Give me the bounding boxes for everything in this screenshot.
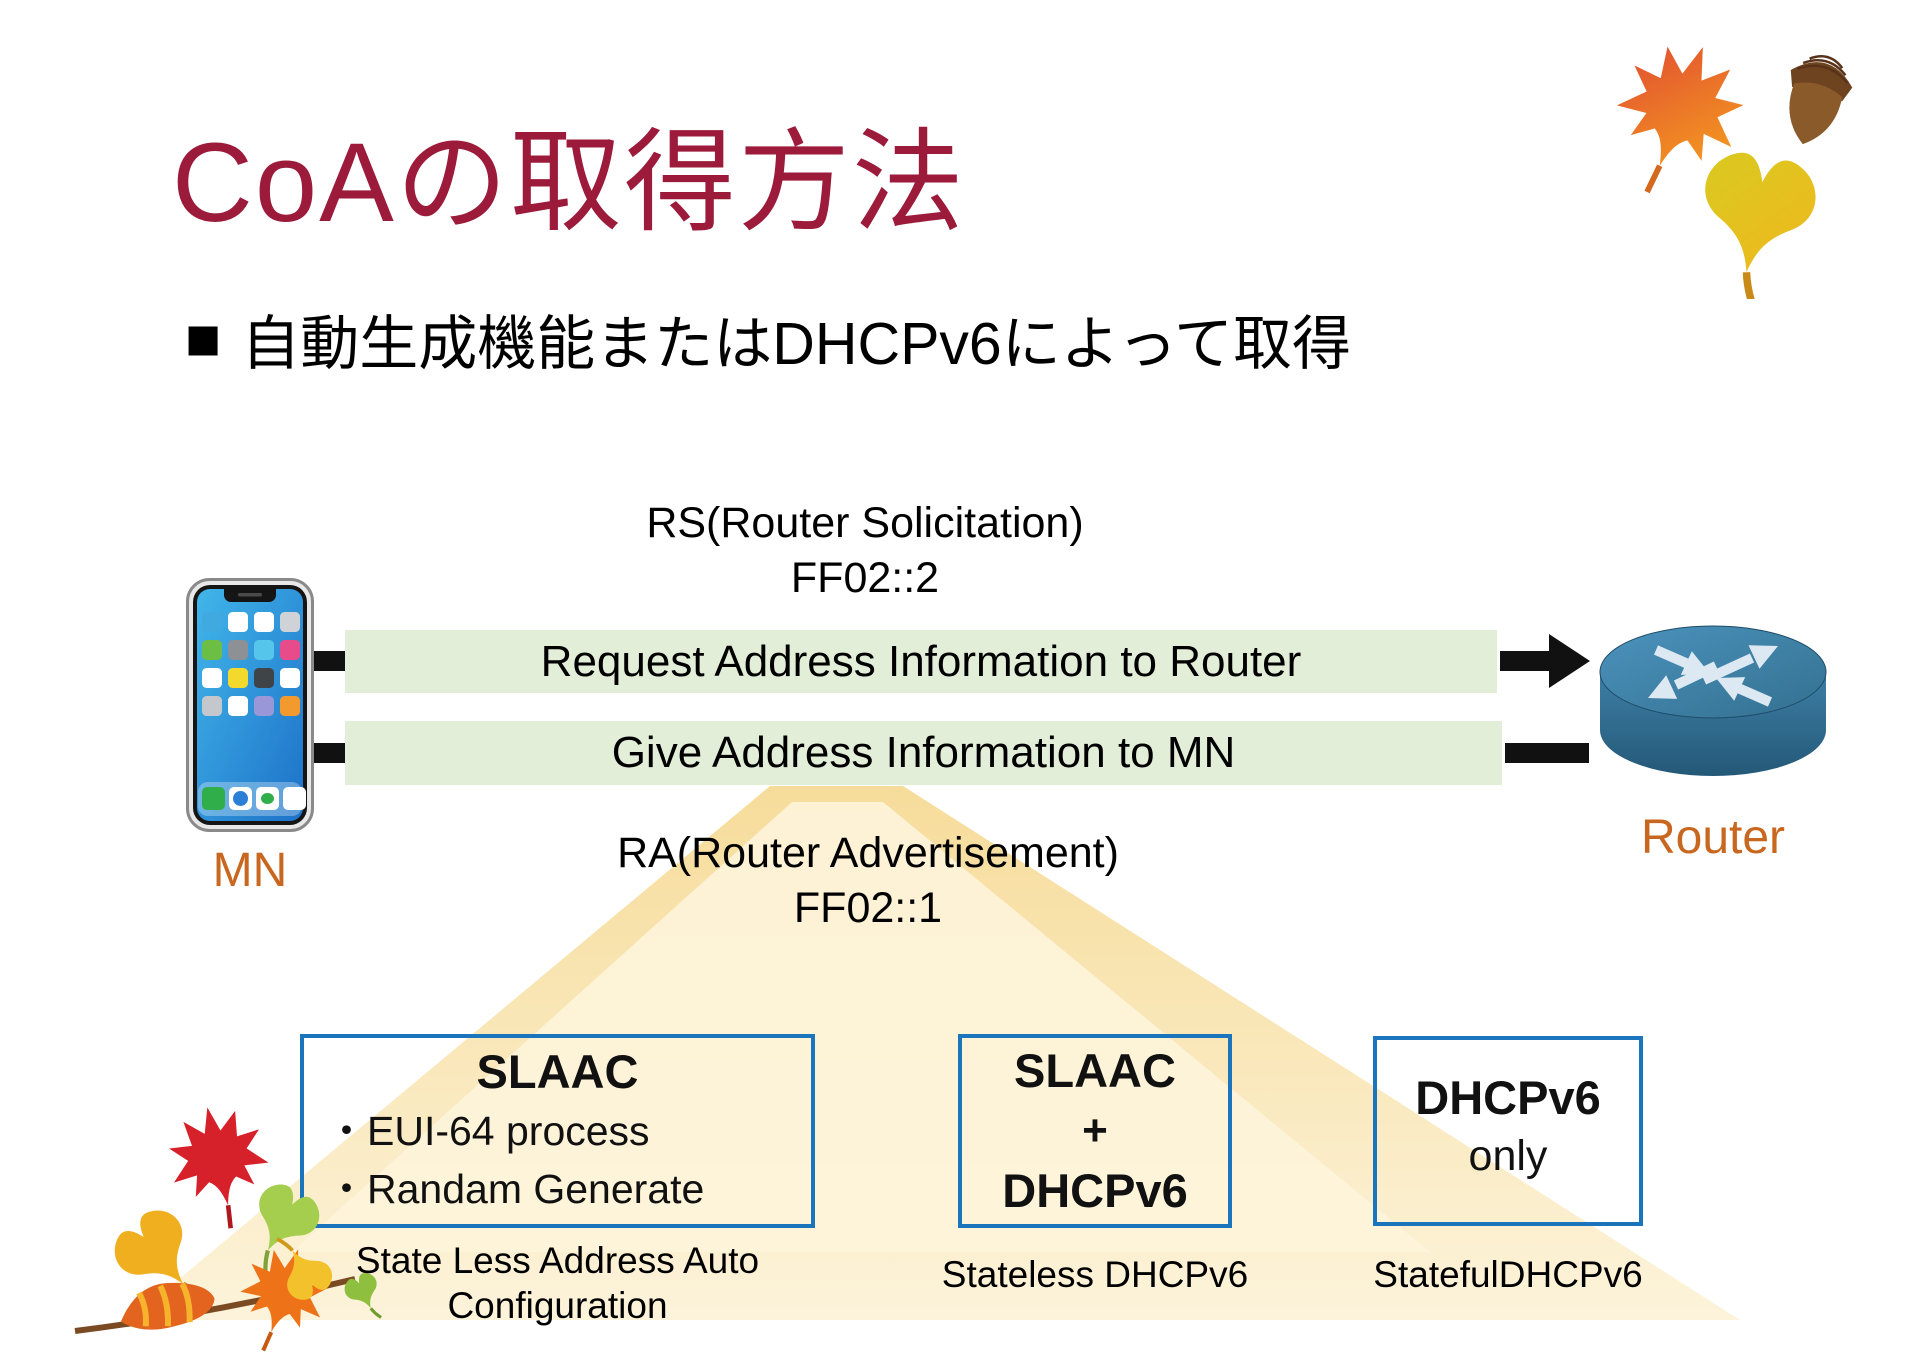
bullet-text: 自動生成機能またはDHCPv6によって取得 [241,311,1352,377]
dock [198,782,306,816]
mn-node-label: MN [212,844,288,897]
caption-slaac-line2: Configuration [447,1285,668,1326]
right-arrow-icon [1549,634,1590,688]
rs-label: RS(Router Solicitation) FF02::2 [345,496,1385,606]
ginkgo-leaf-icon [1691,147,1822,299]
bullet-marker: ■ [185,304,222,372]
maple-leaf-icon [160,1097,276,1237]
request-message-bar: Request Address Information to Router [345,630,1497,693]
caption-slaac-line1: State Less Address Auto [355,1240,760,1281]
only-line-only: only [1468,1132,1548,1180]
mix-line-plus: + [1082,1106,1108,1155]
mix-line-slaac: SLAAC [1014,1044,1176,1097]
give-arrow-shaft [312,743,345,763]
app-icons [202,612,300,716]
method-box-dhcpv6-only: DHCPv6 only [1373,1036,1643,1226]
bullet-line: ■ 自動生成機能またはDHCPv6によって取得 [185,296,1351,381]
router-arrows [1648,645,1778,707]
autumn-decoration-top-right [1602,26,1853,299]
ra-label-line2: FF02::1 [793,884,943,932]
request-arrow-shaft [1500,651,1550,671]
router-node-label: Router [1640,811,1786,864]
caption-slaac: State Less Address Auto Configuration [295,1238,820,1328]
smartphone-icon [186,578,314,832]
page-title: CoAの取得方法 [172,120,966,245]
ra-label: RA(Router Advertisement) FF02::1 [345,826,1391,936]
router-icon [1599,625,1827,776]
give-message-bar: Give Address Information to MN [345,721,1502,785]
striped-leaf-icon [116,1276,218,1335]
rs-label-line2: FF02::2 [790,554,940,602]
ra-label-line1: RA(Router Advertisement) [617,829,1119,877]
rs-label-line1: RS(Router Solicitation) [646,499,1084,547]
caption-stateful-dhcpv6: StatefulDHCPv6 [1373,1254,1643,1295]
give-connector-right [1505,743,1589,763]
mix-line-dhcpv6: DHCPv6 [1002,1164,1188,1217]
acorn-icon [1789,55,1853,145]
caption-stateless-dhcpv6: Stateless DHCPv6 [941,1254,1249,1295]
only-line-dhcpv6: DHCPv6 [1415,1071,1601,1124]
method-box-slaac-dhcpv6: SLAAC + DHCPv6 [958,1034,1232,1228]
